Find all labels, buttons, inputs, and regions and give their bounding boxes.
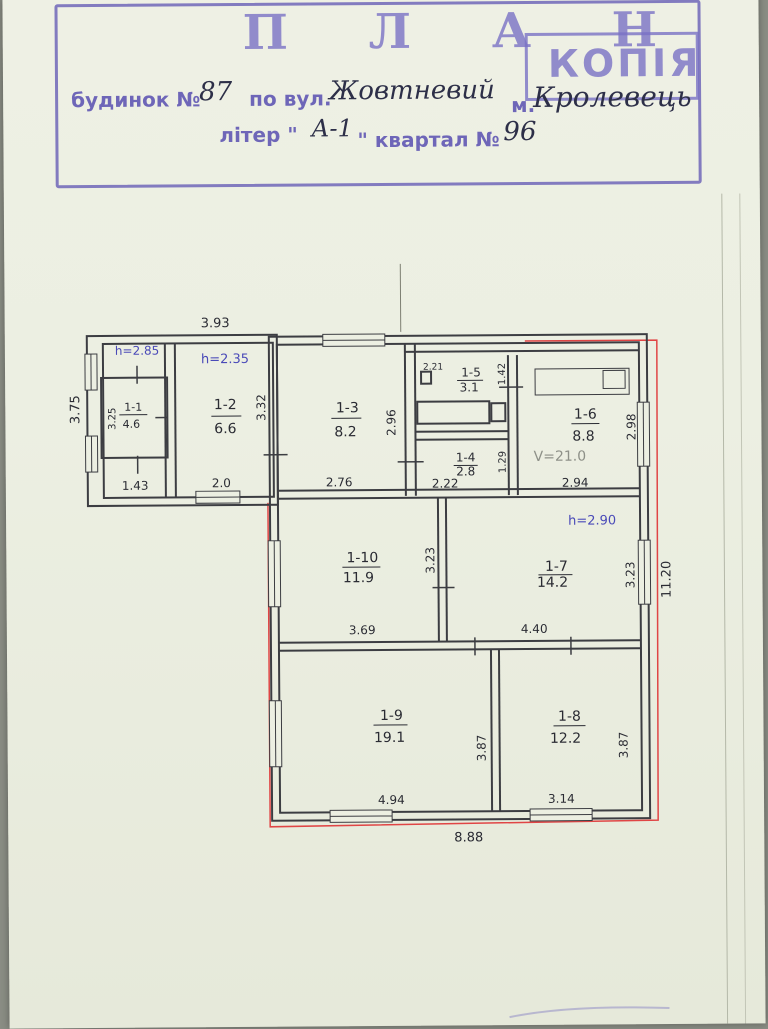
room-area: 8.2 bbox=[334, 424, 356, 440]
room-number: 1-2 bbox=[214, 397, 237, 413]
room-area: 3.1 bbox=[460, 380, 479, 394]
margin-line bbox=[740, 194, 746, 1024]
dimension: 2.94 bbox=[562, 476, 589, 490]
height-label: h=2.85 bbox=[115, 344, 159, 358]
room-area: 14.2 bbox=[537, 575, 568, 591]
room-area: 8.8 bbox=[572, 429, 594, 445]
dimension: 11.20 bbox=[659, 561, 674, 598]
room-area: 19.1 bbox=[374, 730, 405, 746]
dimension: 2.76 bbox=[326, 475, 353, 489]
dimension: 3.23 bbox=[423, 547, 437, 574]
room-number: 1-3 bbox=[336, 400, 359, 416]
height-label: h=2.35 bbox=[201, 352, 249, 367]
dimension: 2.0 bbox=[212, 476, 231, 490]
dimension: 2.98 bbox=[624, 414, 638, 441]
dimension: 4.94 bbox=[378, 793, 405, 807]
dimension: 3.75 bbox=[68, 395, 83, 424]
dimension: 3.87 bbox=[617, 732, 631, 759]
room-area: 2.8 bbox=[456, 464, 475, 478]
dimension: 3.23 bbox=[623, 562, 637, 589]
dimension: 3.93 bbox=[201, 316, 230, 331]
red-contour bbox=[267, 340, 660, 827]
room-number: 1-10 bbox=[346, 550, 378, 566]
room-area: 4.6 bbox=[123, 418, 141, 431]
dimension: 2.22 bbox=[432, 476, 459, 490]
dimension: 1.29 bbox=[498, 451, 509, 473]
dimension: 2.96 bbox=[384, 409, 398, 436]
height-label: h=2.90 bbox=[568, 513, 616, 528]
dimension: 3.87 bbox=[475, 735, 489, 762]
dimension: 2.21 bbox=[423, 363, 443, 373]
dimension: 8.88 bbox=[454, 830, 483, 845]
volume-note: V=21.0 bbox=[534, 449, 587, 465]
room-area: 11.9 bbox=[343, 570, 374, 586]
dimension: 3.25 bbox=[107, 408, 118, 430]
dimension: 3.14 bbox=[548, 792, 575, 806]
room-number: 1-4 bbox=[456, 450, 476, 464]
stamp-remnant bbox=[509, 1007, 669, 1017]
room-area: 12.2 bbox=[550, 731, 581, 747]
dimension: 1.42 bbox=[497, 363, 508, 385]
dimension: 4.40 bbox=[521, 622, 548, 636]
room-number: 1-9 bbox=[380, 708, 403, 724]
room-area: 6.6 bbox=[214, 421, 236, 437]
room-labels: 1-1 4.6 1-2 6.6 1-3 8.2 1-4 2.8 1-5 3.1 … bbox=[122, 365, 599, 750]
margin-line bbox=[722, 194, 728, 1024]
room-number: 1-5 bbox=[461, 365, 481, 379]
dimension: 3.69 bbox=[349, 623, 376, 637]
dimension: 3.32 bbox=[254, 394, 268, 421]
room-number: 1-1 bbox=[124, 401, 142, 414]
room-number: 1-8 bbox=[558, 709, 581, 725]
dimension: 1.43 bbox=[122, 479, 149, 493]
room-number: 1-6 bbox=[574, 407, 597, 423]
room-number: 1-7 bbox=[545, 559, 568, 575]
